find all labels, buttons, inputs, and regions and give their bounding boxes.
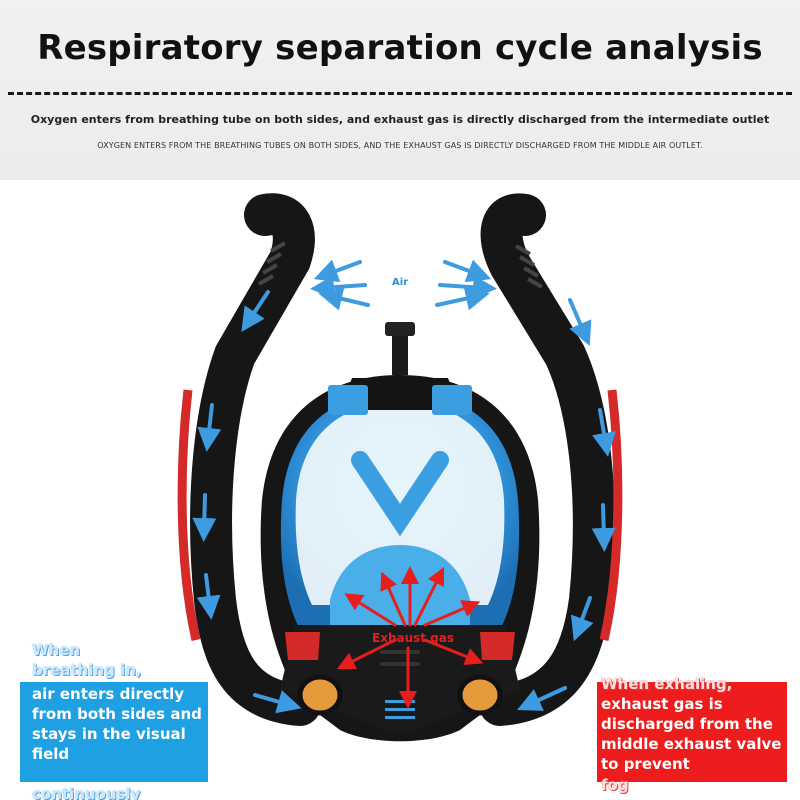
air-flow-arrows [310,259,497,311]
exhaust-arrows [336,566,484,709]
exhaust-gas-label: Exhaust gas [372,631,455,645]
subtitle-caps: OXYGEN ENTERS FROM THE BREATHING TUBES O… [97,141,703,150]
tube-flow-arrows [192,290,616,714]
inhale-note-line2: breathing in, [32,661,142,679]
snorkel-mask-illustration [177,193,623,742]
left-snorkel-tube [177,193,321,726]
air-label: Air [392,277,409,288]
inhale-note-tail: continuously [32,785,141,800]
inhale-note-box [20,682,208,782]
page-title: Respiratory separation cycle analysis [37,28,763,68]
right-snorkel-tube [479,193,623,726]
exhale-note-box [597,682,787,782]
mask-frame [260,375,540,742]
header-banner: Respiratory separation cycle analysis Ox… [0,0,800,180]
inhale-note-heading: When breathing in, [32,640,212,680]
exhale-note-tail: fog [601,776,629,794]
camera-mount [385,322,415,375]
exhale-note-heading: When exhaling, [601,675,733,693]
exhale-note-body: exhaust gas is discharged from the middl… [601,695,782,773]
inhale-note-body: air enters directly from both sides and … [32,685,202,763]
inhale-note-line1: When [32,641,81,659]
dashed-divider [8,92,792,95]
subtitle-main: Oxygen enters from breathing tube on bot… [30,113,770,126]
